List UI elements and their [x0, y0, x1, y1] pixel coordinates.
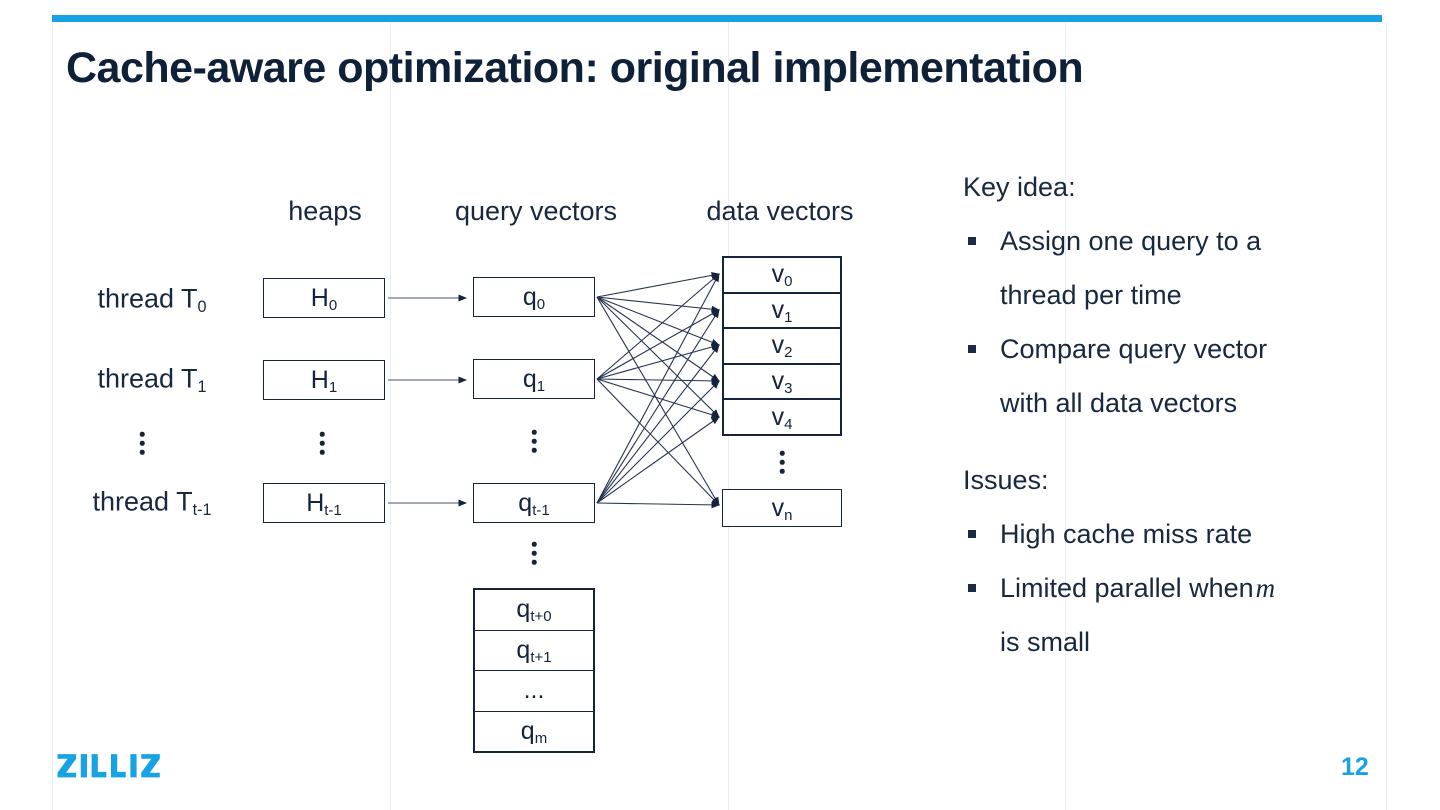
heap-box: Ht-1: [263, 483, 385, 523]
bullet-line-continuation: is small: [1000, 626, 1091, 657]
column-header-data-vectors: data vectors: [706, 196, 854, 226]
data-vector-cell: v2: [724, 329, 840, 365]
bullet-line-continuation: with all data vectors: [1000, 387, 1238, 418]
data-vector-label: v3: [771, 367, 793, 398]
query-label: ...: [523, 676, 545, 705]
data-vector-cell: v4: [724, 400, 840, 434]
query-stack-cell: qt+1: [475, 631, 593, 671]
accent-top-bar: [52, 15, 1382, 22]
query-label: qt+0: [516, 595, 552, 626]
query-label: qt-1: [518, 488, 550, 519]
query-label: qt+1: [516, 635, 552, 666]
vertical-ellipsis-icon: [531, 541, 537, 565]
bullet-line: High cache miss rate: [963, 507, 1383, 561]
query-label: q1: [522, 364, 546, 395]
column-guide: [52, 22, 53, 810]
query-stack: qt+0 qt+1 ... qm: [473, 588, 595, 753]
query-box: q1: [473, 359, 595, 399]
bullet-line-continuation: thread per time: [1000, 279, 1182, 310]
data-vector-cell: v3: [724, 365, 840, 401]
bullet-icon: [968, 237, 976, 245]
vertical-ellipsis-icon: [139, 431, 145, 455]
vertical-ellipsis-icon: [319, 431, 325, 455]
heap-label: Ht-1: [306, 488, 342, 519]
query-stack-cell: qm: [475, 712, 593, 752]
key-idea-heading: Key idea:: [963, 171, 1076, 202]
data-vector-label: v0: [771, 260, 793, 291]
column-guide: [1386, 22, 1387, 810]
data-vector-label: vn: [771, 493, 793, 524]
issues-heading: Issues:: [963, 464, 1049, 495]
query-box: q0: [473, 277, 595, 317]
heap-label: H1: [310, 365, 338, 396]
heap-label: H0: [310, 283, 338, 314]
bullet-icon: [968, 530, 976, 538]
data-vector-label: v1: [771, 295, 793, 327]
thread-label: thread T1: [97, 363, 207, 397]
math-variable: m: [1255, 572, 1276, 603]
column-header-query-vectors: query vectors: [454, 196, 618, 226]
data-vector-label: v2: [771, 331, 793, 362]
query-label: qm: [520, 716, 548, 747]
vertical-ellipsis-icon: [531, 429, 537, 453]
heap-box: H0: [263, 278, 385, 318]
query-to-data-arrows: [596, 271, 720, 509]
zilliz-logo: [57, 754, 160, 778]
bullet-icon: [968, 584, 976, 592]
query-stack-cell: qt+0: [475, 590, 593, 631]
slide-title: Cache-aware optimization: original imple…: [66, 44, 1084, 92]
right-text-panel: Key idea: Assign one query to a thread p…: [963, 160, 1383, 669]
page-number: 12: [1341, 753, 1369, 781]
data-vector-cell: v0: [724, 258, 840, 294]
data-vector-tail-box: vn: [722, 489, 842, 527]
query-box: qt-1: [473, 483, 595, 523]
thread-label: thread Tt-1: [92, 486, 212, 520]
query-label: q0: [522, 282, 546, 313]
column-guide: [390, 22, 391, 810]
query-stack-cell: ...: [475, 671, 593, 712]
data-vector-cell: v1: [724, 294, 840, 330]
bullet-line: Compare query vector: [963, 322, 1383, 376]
column-header-heaps: heaps: [288, 196, 362, 226]
heap-to-query-arrows: [388, 294, 467, 507]
bullet-line: Limited parallel when m: [963, 561, 1383, 615]
vertical-ellipsis-icon: [779, 450, 785, 474]
bullet-icon: [968, 345, 976, 353]
data-vector-label: v4: [771, 402, 793, 433]
data-vector-stack: v0 v1 v2 v3 v4: [722, 256, 842, 436]
column-guide: [1065, 22, 1066, 810]
section-spacer: [963, 430, 1383, 453]
heap-box: H1: [263, 360, 385, 400]
thread-label: thread T0: [97, 283, 207, 317]
bullet-line: Assign one query to a: [963, 214, 1383, 268]
